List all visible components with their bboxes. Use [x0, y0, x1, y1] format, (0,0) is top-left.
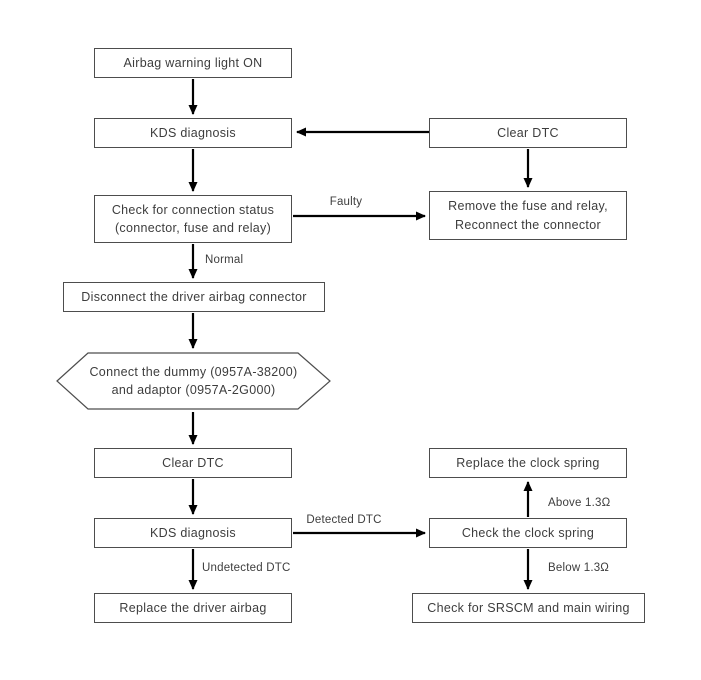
hexagon-label: Connect the dummy (0957A-38200) and adap…	[89, 364, 298, 397]
edge-label-faulty: Faulty	[329, 196, 363, 208]
hexagon-svg	[56, 352, 331, 410]
node-check-connection-status: Check for connection status (connector, …	[94, 195, 292, 243]
node-kds-diagnosis-2: KDS diagnosis	[94, 518, 292, 548]
node-clear-dtc-top: Clear DTC	[429, 118, 627, 148]
node-check-srscm-main-wiring: Check for SRSCM and main wiring	[412, 593, 645, 623]
node-replace-clock-spring: Replace the clock spring	[429, 448, 627, 478]
edge-label-detected-dtc: Detected DTC	[306, 514, 382, 526]
edge-label-above-1-3-ohm: Above 1.3Ω	[548, 497, 611, 509]
edge-label-normal: Normal	[205, 254, 244, 266]
edge-label-below-1-3-ohm: Below 1.3Ω	[548, 562, 610, 574]
node-remove-fuse-and-relay: Remove the fuse and relay, Reconnect the…	[429, 191, 627, 240]
node-connect-dummy-hexagon: Connect the dummy (0957A-38200) and adap…	[55, 351, 332, 411]
node-replace-driver-airbag: Replace the driver airbag	[94, 593, 292, 623]
node-airbag-warning-light-on: Airbag warning light ON	[94, 48, 292, 78]
hexagon-shape	[56, 352, 331, 410]
node-kds-diagnosis-1: KDS diagnosis	[94, 118, 292, 148]
node-check-clock-spring: Check the clock spring	[429, 518, 627, 548]
edge-label-undetected-dtc: Undetected DTC	[202, 562, 291, 574]
node-clear-dtc-2: Clear DTC	[94, 448, 292, 478]
node-disconnect-driver-airbag-connector: Disconnect the driver airbag connector	[63, 282, 325, 312]
